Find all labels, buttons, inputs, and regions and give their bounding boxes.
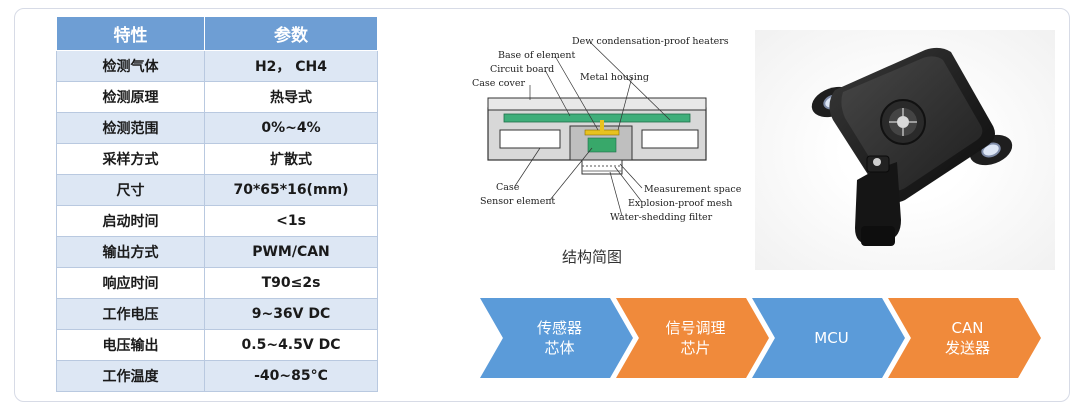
table-row: 工作温度-40~85°C	[56, 360, 378, 392]
circuit-board	[503, 113, 691, 123]
flow-step-sensor-core: 传感器 芯体	[480, 298, 633, 378]
heater-pin	[600, 120, 604, 132]
row-value: 扩散式	[204, 143, 378, 175]
left-cavity	[499, 129, 561, 149]
measurement-space	[581, 159, 623, 175]
label-metal-housing: Metal housing	[580, 72, 649, 83]
row-label: 尺寸	[56, 174, 205, 206]
row-label: 检测气体	[56, 50, 205, 82]
flow-step-label: CAN 发送器	[944, 319, 990, 357]
row-label: 电压输出	[56, 329, 205, 361]
label-base-element: Base of element	[498, 50, 575, 61]
case-cover	[487, 97, 707, 111]
right-cavity	[641, 129, 699, 149]
sensor-element-block	[587, 137, 617, 153]
row-value: 0%~4%	[204, 112, 378, 144]
table-header-row: 特性 参数	[56, 16, 378, 51]
row-label: 工作电压	[56, 298, 205, 330]
label-case: Case	[496, 182, 520, 193]
table-row: 启动时间<1s	[56, 205, 378, 237]
row-value: 9~36V DC	[204, 298, 378, 330]
sensor-schematic: Dew condensation-proof heaters Base of e…	[472, 36, 742, 223]
header-parameter: 参数	[204, 16, 378, 51]
row-value: 70*65*16(mm)	[204, 174, 378, 206]
row-label: 启动时间	[56, 205, 205, 237]
table-row: 检测原理热导式	[56, 81, 378, 113]
label-explosion-mesh: Explosion-proof mesh	[628, 198, 732, 209]
row-label: 响应时间	[56, 267, 205, 299]
flow-step-signal-chip: 信号调理 芯片	[616, 298, 769, 378]
row-label: 采样方式	[56, 143, 205, 175]
label-sensor-element: Sensor element	[480, 196, 555, 207]
label-measurement-space: Measurement space	[644, 184, 742, 195]
table-row: 采样方式扩散式	[56, 143, 378, 175]
row-value: 热导式	[204, 81, 378, 113]
signal-flow: 传感器 芯体 信号调理 芯片 MCU CAN 发送器	[480, 298, 1041, 378]
schematic-caption: 结构简图	[562, 248, 623, 266]
flow-step-label: MCU	[814, 329, 849, 347]
flow-step-can-transmitter: CAN 发送器	[888, 298, 1041, 378]
row-value: PWM/CAN	[204, 236, 378, 268]
header-feature: 特性	[56, 16, 205, 51]
flow-step-label: 传感器 芯体	[536, 319, 582, 357]
row-value: <1s	[204, 205, 378, 237]
row-label: 检测原理	[56, 81, 205, 113]
label-water-filter: Water-shedding filter	[610, 212, 713, 223]
row-label: 工作温度	[56, 360, 205, 392]
flow-step-mcu: MCU	[752, 298, 905, 378]
row-value: 0.5~4.5V DC	[204, 329, 378, 361]
row-label: 检测范围	[56, 112, 205, 144]
flow-step-label: 信号调理 芯片	[665, 319, 726, 357]
label-dew-heaters: Dew condensation-proof heaters	[572, 36, 729, 47]
row-value: T90≤2s	[204, 267, 378, 299]
row-value: -40~85°C	[204, 360, 378, 392]
label-case-cover: Case cover	[472, 78, 525, 89]
sensor-product-image	[811, 47, 1013, 246]
row-label: 输出方式	[56, 236, 205, 268]
label-circuit-board: Circuit board	[490, 64, 554, 75]
row-value: H2， CH4	[204, 50, 378, 82]
